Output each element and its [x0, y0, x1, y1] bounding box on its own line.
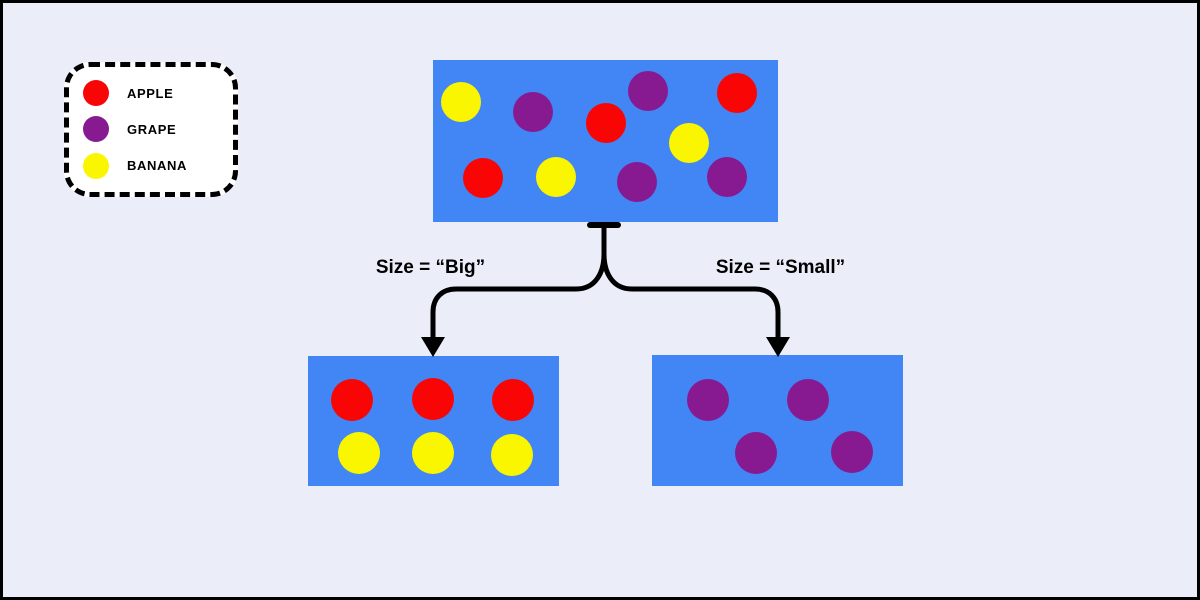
fruit-apple-circle [463, 158, 503, 198]
fruit-banana-circle [441, 82, 481, 122]
fruit-banana-circle [491, 434, 533, 476]
branch-right-arrowhead [766, 337, 790, 357]
banana-legend-label: BANANA [127, 158, 187, 174]
fruit-grape-circle [735, 432, 777, 474]
fruit-grape-circle [628, 71, 668, 111]
fruit-banana-circle [338, 432, 380, 474]
fruit-apple-circle [331, 379, 373, 421]
branch-label-big: Size = “Big” [375, 257, 486, 278]
fruit-banana-circle [412, 432, 454, 474]
fruit-grape-circle [707, 157, 747, 197]
fruit-apple-circle [717, 73, 757, 113]
fruit-apple-circle [412, 378, 454, 420]
grape-legend-label: GRAPE [127, 121, 177, 137]
fruit-grape-circle [617, 162, 657, 202]
legend-item-banana: BANANA [69, 152, 233, 179]
apple-legend-dot [83, 80, 109, 107]
legend-item-grape: GRAPE [69, 116, 233, 143]
root-node-box [433, 60, 778, 222]
fruit-grape-circle [687, 379, 729, 421]
apple-legend-label: APPLE [127, 85, 174, 101]
legend-item-apple: APPLE [69, 80, 233, 107]
banana-legend-dot [83, 152, 109, 179]
fruit-grape-circle [513, 92, 553, 132]
big-node-box [308, 356, 559, 486]
fruit-apple-circle [492, 379, 534, 421]
fruit-apple-circle [586, 103, 626, 143]
fruit-grape-circle [831, 431, 873, 473]
fruit-grape-circle [787, 379, 829, 421]
branch-label-small: Size = “Small” [715, 257, 846, 278]
legend: APPLE GRAPE BANANA [64, 62, 238, 197]
grape-legend-dot [83, 116, 109, 143]
branch-right-line [601, 222, 781, 343]
fruit-banana-circle [669, 123, 709, 163]
branch-left-line [430, 222, 607, 343]
small-node-box [652, 355, 903, 486]
branch-left-arrowhead [421, 337, 445, 357]
fruit-banana-circle [536, 157, 576, 197]
